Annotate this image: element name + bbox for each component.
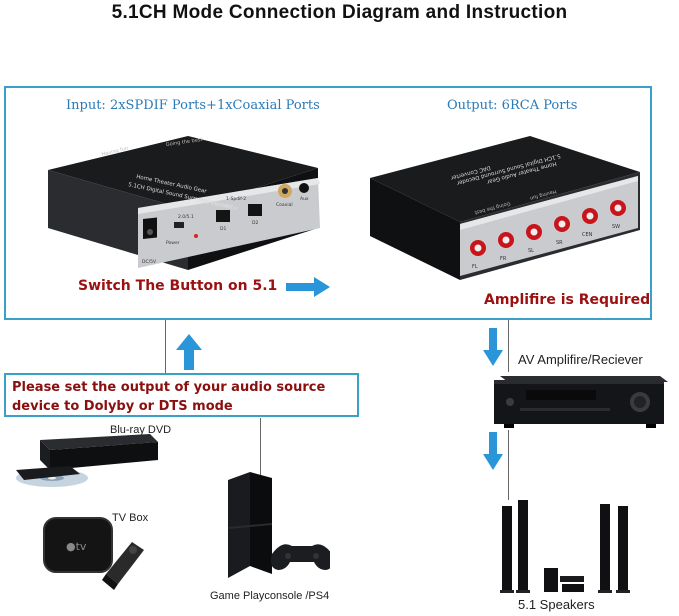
connector-line-speakers: [508, 430, 509, 500]
bluray-label: Blu-ray DVD: [110, 424, 172, 436]
speakers-label: 5.1 Speakers: [518, 597, 595, 612]
rca-label-sl: SL: [528, 248, 534, 254]
game-console-label: Game Playconsole /PS4: [210, 590, 330, 602]
connector-line-source: [165, 320, 166, 375]
output-ports-label: Output: 6RCA Ports: [447, 98, 578, 113]
rca-label-fr: FR: [500, 256, 507, 262]
amplifier-note: Amplifire is Required: [484, 292, 651, 308]
decoder-panel: [4, 86, 652, 320]
av-amplifier-image: [494, 376, 668, 428]
right-arrow-icon: [286, 277, 330, 297]
rca-label-cen: CEN: [582, 232, 593, 238]
input-ports-label: Input: 2xSPDIF Ports+1xCoaxial Ports: [66, 98, 320, 113]
decoder-back-unit: FL FR SL SR CEN SW 5.1CH Digital Sound S…: [370, 136, 640, 280]
port-dc: DC/5V: [142, 259, 157, 265]
decoder-front-unit: Having fun Going the best Home Theater A…: [48, 136, 320, 270]
rca-jacks: [470, 200, 626, 256]
game-console-image: [227, 472, 330, 578]
bluray-player-image: [16, 434, 158, 487]
down-arrow-icon-upper: [483, 328, 503, 366]
port-spdif: 1-Spdif-2: [226, 196, 246, 202]
tvbox-label: TV Box: [112, 512, 149, 524]
rca-label-fl: FL: [472, 264, 478, 270]
source-instruction-box: Please set the output of your audio sour…: [4, 373, 359, 417]
svg-text:●tv: ●tv: [66, 540, 87, 553]
port-power: Power: [166, 240, 180, 246]
connector-line-game: [260, 418, 261, 478]
front-brand-right: Going the best: [165, 137, 202, 148]
connector-line-amp: [508, 320, 509, 372]
page-title: 5.1CH Mode Connection Diagram and Instru…: [111, 2, 568, 23]
tv-box-image: ●tv: [43, 517, 144, 590]
switch-note: Switch The Button on 5.1: [78, 278, 278, 294]
port-coaxial: Coaxial: [276, 202, 293, 208]
rca-label-sr: SR: [556, 240, 563, 246]
port-d2: D2: [252, 220, 258, 226]
rca-label-sw: SW: [612, 224, 620, 230]
up-arrow-icon: [176, 334, 202, 370]
amplifier-label: AV Amplifire/Reciever: [518, 352, 643, 367]
port-aux: Aux: [300, 196, 309, 202]
down-arrow-icon-lower: [483, 432, 503, 470]
port-mode: 2.0/5.1: [178, 214, 194, 220]
speakers-image: [500, 500, 630, 593]
port-d1: D1: [220, 226, 226, 232]
